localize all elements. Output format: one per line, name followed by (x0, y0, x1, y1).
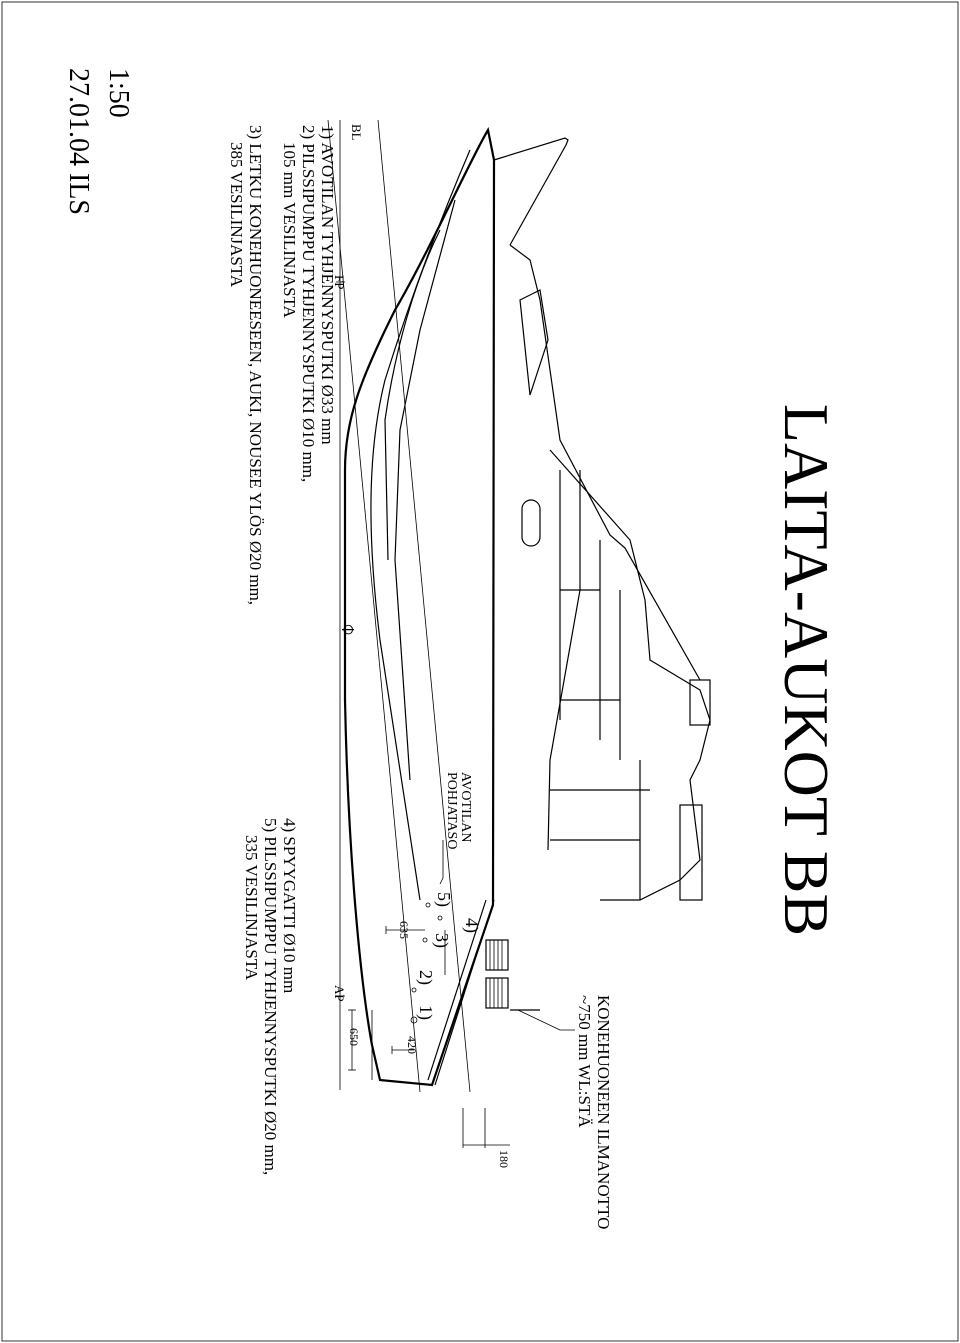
note-left-1: 1) AVOTILAN TYHJENNYSPUTKI Ø33 mm (318, 125, 337, 445)
vent-grille-2 (485, 977, 509, 1009)
engine-intake-label-2: ~750 mm WL:STÄ (575, 995, 594, 1128)
note-left-5: 385 VESILINJASTA (227, 125, 246, 288)
cockpit-floor-leader (439, 840, 444, 885)
opening-3-mark (422, 937, 428, 943)
dim-650: 650 (347, 1028, 361, 1046)
callout-1: 1) (415, 1005, 436, 1020)
callout-5: 5) (433, 892, 454, 907)
waterline-2 (327, 119, 421, 1093)
note-right-2: 5) PILSSIPUMPPU TYHJENNYSPUTKI Ø20 mm, (261, 818, 280, 1175)
note-right-3: 335 VESILINJASTA (242, 818, 261, 981)
chine-line-1 (370, 149, 471, 901)
drawing-title: LAITA-AUKOT BB (771, 404, 842, 936)
note-left-2: 2) PILSSIPUMPPU TYHJENNYSPUTKI Ø10 mm, (299, 125, 318, 482)
superstructure (493, 137, 711, 901)
engine-vents (485, 939, 540, 1011)
hull (343, 126, 496, 1087)
cockpit-floor-label-2: POHJATASO (444, 772, 459, 849)
fore-window (519, 289, 549, 396)
note-right-1: 4) SPYYGATTI Ø10 mm (280, 818, 299, 993)
notes-right: 4) SPYYGATTI Ø10 mm 5) PILSSIPUMPPU TYHJ… (242, 818, 299, 1175)
porthole (521, 499, 541, 547)
callout-4: 4) (461, 918, 482, 933)
aft-seat (679, 804, 703, 901)
ap-label: AP (332, 985, 347, 1002)
opening-4-mark (437, 915, 443, 921)
opening-5-mark (425, 902, 431, 908)
dimensions: 635 420 650 180 (347, 921, 511, 1168)
callout-2: 2) (415, 970, 436, 985)
cockpit-floor-label-1: AVOTILAN (458, 772, 473, 843)
note-left-3: 105 mm VESILINJASTA (280, 125, 299, 319)
opening-2-mark (411, 987, 417, 993)
drawing-date-sign: 27.01.04 ILS (63, 68, 94, 215)
opening-1-mark (410, 1016, 418, 1024)
engine-intake-label-1: KONEHUONEEN ILMANOTTO (594, 995, 613, 1229)
flybridge-seat (689, 679, 711, 726)
openings-callouts: 4) 5) 3) 2) 1) (410, 892, 482, 1024)
cabin-aft-line (547, 470, 581, 851)
vent-grille-1 (485, 939, 509, 971)
bow-rail (493, 137, 569, 246)
callout-3: 3) (431, 933, 452, 948)
midship-label: ⌽ (337, 623, 362, 636)
dim-180: 180 (497, 1150, 511, 1168)
note-left-4: 3) LETKU KONEHUONEESEEN, AUKI, NOUSEE YL… (246, 125, 265, 605)
hull-outline (343, 126, 496, 1087)
drawing-scale: 1:50 (103, 68, 134, 118)
transom-line-inner (427, 899, 487, 1081)
deck-line (509, 244, 701, 681)
baseline-label: BL (349, 124, 364, 141)
chine-line-2 (384, 229, 441, 561)
engine-intake-leader (517, 1009, 575, 1031)
chine-line-3 (394, 199, 456, 781)
notes-left: 1) AVOTILAN TYHJENNYSPUTKI Ø33 mm 2) PIL… (227, 125, 337, 605)
flybridge-outline (549, 449, 711, 901)
waterline-1 (377, 119, 471, 1093)
transom-line (434, 899, 495, 1086)
dim-635: 635 (397, 921, 411, 939)
dim-420: 420 (405, 1036, 419, 1054)
